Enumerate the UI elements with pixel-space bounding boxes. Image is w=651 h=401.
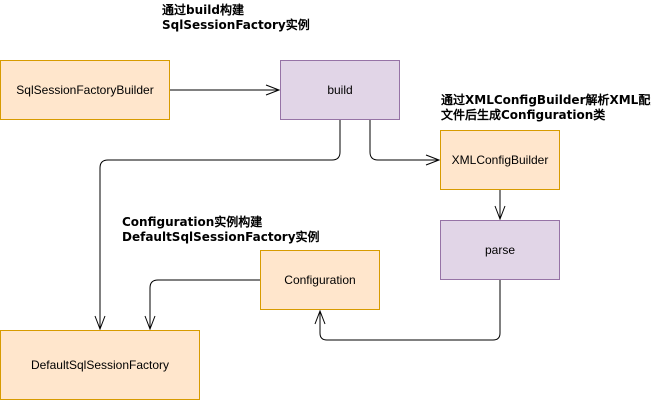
edge-build-to-default-factory (94, 120, 341, 331)
node-label: parse (484, 243, 516, 257)
annotation-line: DefaultSqlSessionFactory实例 (122, 230, 320, 244)
node-label: build (327, 83, 353, 97)
annotation-config-note: Configuration实例构建 DefaultSqlSessionFacto… (122, 215, 320, 245)
edge-build-to-xmlconfigbuilder (369, 120, 441, 166)
node-default-sql-session-factory[interactable]: DefaultSqlSessionFactory (0, 330, 200, 400)
annotation-xml-note: 通过XMLConfigBuilder解析XML配置 文件后生成Configura… (441, 93, 651, 123)
edge-builder-to-build (170, 84, 281, 96)
edge-parse-to-configuration (314, 280, 501, 341)
node-configuration[interactable]: Configuration (260, 250, 380, 310)
node-parse[interactable]: parse (440, 220, 560, 280)
node-label: XMLConfigBuilder (451, 153, 549, 167)
node-label: SqlSessionFactoryBuilder (16, 83, 154, 97)
node-xml-config-builder[interactable]: XMLConfigBuilder (440, 130, 560, 190)
node-label: Configuration (284, 273, 356, 287)
edge-xmlconfigbuilder-to-parse (494, 190, 506, 221)
node-label: DefaultSqlSessionFactory (30, 358, 170, 372)
annotation-line: 通过XMLConfigBuilder解析XML配置 (441, 93, 651, 107)
annotation-line: 文件后生成Configuration类 (441, 108, 606, 122)
annotation-line: Configuration实例构建 (122, 215, 263, 229)
annotation-line: SqlSessionFactory实例 (162, 18, 310, 32)
annotation-line: 通过build构建 (162, 3, 244, 17)
edge-configuration-to-default-factory (144, 279, 260, 331)
node-build[interactable]: build (280, 60, 400, 120)
annotation-build-note: 通过build构建 SqlSessionFactory实例 (162, 3, 310, 33)
node-sql-session-factory-builder[interactable]: SqlSessionFactoryBuilder (0, 60, 170, 120)
